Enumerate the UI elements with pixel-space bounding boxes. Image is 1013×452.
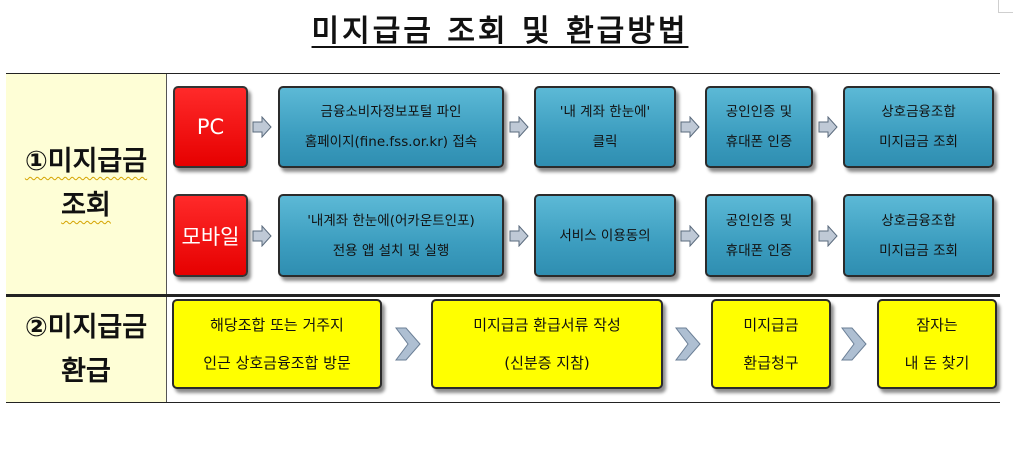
step-line: 금융소비자정보포털 파인 bbox=[320, 104, 462, 120]
step-line: 공인인증 및 bbox=[725, 212, 793, 229]
pc-step2-box: '내 계좌 한눈에' 클릭 bbox=[534, 86, 676, 168]
step-line: 상호금융조합 bbox=[881, 212, 956, 229]
arrow-right-icon bbox=[680, 225, 700, 247]
refund-step1-box: 해당조합 또는 거주지 인근 상호금융조합 방문 bbox=[172, 299, 382, 389]
arrow-right-icon bbox=[680, 116, 700, 138]
mobile-step4-box: 상호금융조합 미지급금 조회 bbox=[843, 194, 994, 277]
pc-step1-box: 금융소비자정보포털 파인 홈페이지(fine.fss.or.kr) 접속 bbox=[278, 86, 504, 168]
step-line: 미지급금 bbox=[743, 316, 799, 334]
refund-label-line1: ②미지급금 bbox=[24, 311, 148, 343]
step-line: 공인인증 및 bbox=[725, 104, 793, 120]
step-line: 클릭 bbox=[592, 134, 618, 150]
step-line: 휴대폰 인증 bbox=[725, 242, 793, 259]
arrow-right-icon bbox=[252, 225, 272, 247]
page-corner-marker bbox=[998, 0, 1013, 13]
step-line: 인근 상호금융조합 방문 bbox=[203, 354, 351, 372]
step-line: 휴대폰 인증 bbox=[725, 134, 793, 150]
step-line: 환급청구 bbox=[743, 354, 799, 372]
inquiry-section-label: ①미지급금 조회 bbox=[6, 74, 167, 294]
step-line: 내 돈 찾기 bbox=[904, 354, 970, 372]
chevron-right-icon bbox=[675, 327, 701, 361]
step-line: 서비스 이용동의 bbox=[559, 227, 651, 244]
step-line: 잠자는 bbox=[916, 316, 958, 334]
chevron-right-icon bbox=[395, 327, 421, 361]
table-bottom-border bbox=[6, 402, 1000, 403]
table-top-border bbox=[6, 73, 1000, 74]
mobile-step3-box: 공인인증 및 휴대폰 인증 bbox=[705, 194, 813, 277]
arrow-right-icon bbox=[818, 225, 838, 247]
refund-step2-box: 미지급금 환급서류 작성 (신분증 지참) bbox=[431, 299, 663, 389]
refund-step3-box: 미지급금 환급청구 bbox=[711, 299, 831, 389]
refund-step4-box: 잠자는 내 돈 찾기 bbox=[877, 299, 997, 389]
step-line: '내계좌 한눈에(어카운트인포) bbox=[307, 212, 475, 229]
pc-step3-box: 공인인증 및 휴대폰 인증 bbox=[705, 86, 813, 168]
step-line: 상호금융조합 bbox=[881, 104, 956, 120]
step-line: 미지급금 조회 bbox=[879, 242, 958, 259]
refund-section-label: ②미지급금 환급 bbox=[6, 297, 167, 402]
step-line: 홈페이지(fine.fss.or.kr) 접속 bbox=[304, 134, 478, 150]
arrow-right-icon bbox=[252, 116, 272, 138]
step-line: 미지급금 환급서류 작성 bbox=[473, 316, 621, 334]
pc-device-box: PC bbox=[173, 86, 248, 168]
mobile-device-box: 모바일 bbox=[173, 194, 248, 277]
step-line: (신분증 지참) bbox=[504, 354, 590, 372]
step-line: '내 계좌 한눈에' bbox=[559, 104, 651, 120]
step-line: 미지급금 조회 bbox=[879, 134, 958, 150]
pc-step4-box: 상호금융조합 미지급금 조회 bbox=[843, 86, 994, 168]
step-line: 해당조합 또는 거주지 bbox=[210, 316, 344, 334]
pc-device-label: PC bbox=[196, 115, 225, 139]
mobile-device-label: 모바일 bbox=[181, 224, 240, 249]
refund-label-line2: 환급 bbox=[61, 355, 111, 387]
table-section-divider bbox=[6, 294, 1000, 297]
inquiry-label-line1: ①미지급금 bbox=[24, 146, 148, 177]
chevron-right-icon bbox=[841, 327, 867, 361]
inquiry-label-line2: 조회 bbox=[61, 190, 111, 221]
arrow-right-icon bbox=[509, 116, 529, 138]
mobile-step2-box: 서비스 이용동의 bbox=[534, 194, 676, 277]
page-title: 미지급금 조회 및 환급방법 bbox=[311, 14, 689, 49]
arrow-right-icon bbox=[818, 116, 838, 138]
arrow-right-icon bbox=[509, 225, 529, 247]
mobile-step1-box: '내계좌 한눈에(어카운트인포) 전용 앱 설치 및 실행 bbox=[278, 194, 504, 277]
step-line: 전용 앱 설치 및 실행 bbox=[332, 242, 450, 259]
